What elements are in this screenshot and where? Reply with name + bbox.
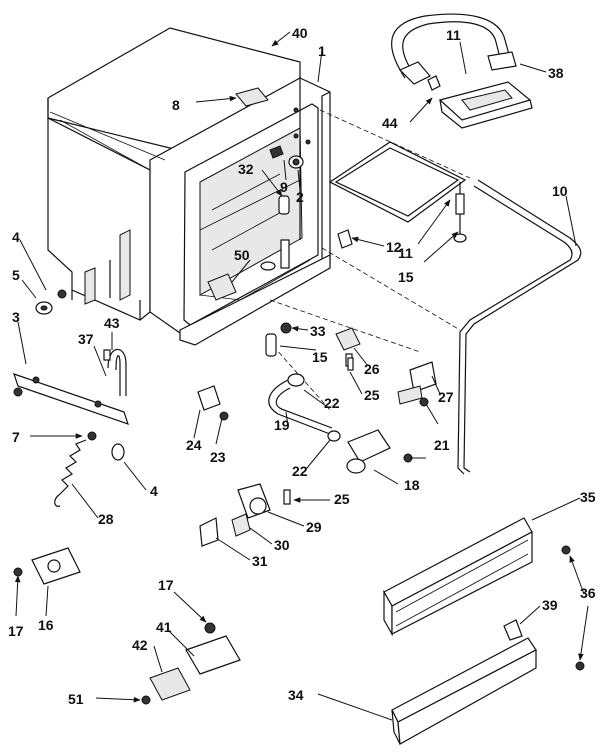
callout-30: 30 <box>274 537 290 553</box>
part-24-valve <box>197 385 229 421</box>
part-7-screw <box>13 387 97 441</box>
part-44-clip <box>427 75 441 91</box>
part-37-hose <box>107 348 127 396</box>
callout-labels: 40 1 8 9 32 2 11 38 44 10 11 12 15 50 4 … <box>8 25 596 707</box>
callout-42: 42 <box>132 637 148 653</box>
callout-32: 32 <box>238 161 254 177</box>
callout-10: 10 <box>552 183 568 199</box>
part-42-bracket <box>141 667 191 705</box>
callout-33: 33 <box>310 323 326 339</box>
callout-7: 7 <box>12 429 20 445</box>
part-35-panel <box>383 517 571 637</box>
callout-35: 35 <box>580 489 596 505</box>
callout-4: 4 <box>150 483 158 499</box>
callout-25a: 25 <box>364 387 380 403</box>
callout-29: 29 <box>306 519 322 535</box>
part-28-spring <box>54 439 87 507</box>
part-14-bolt <box>453 182 467 243</box>
callout-13: 11 <box>398 245 413 261</box>
callout-21: 21 <box>434 437 450 453</box>
callout-16: 16 <box>38 617 54 633</box>
part-36-screw <box>575 661 585 671</box>
callout-31: 31 <box>252 553 268 569</box>
part-10-heating-element <box>457 179 582 475</box>
callout-17b: 17 <box>158 577 174 593</box>
part-41-hinge <box>185 622 241 675</box>
callout-25b: 25 <box>334 491 350 507</box>
part-25-screw <box>283 357 354 505</box>
part-50-bracket <box>207 261 276 301</box>
callout-51: 51 <box>68 691 84 707</box>
part-27-bracket <box>397 361 437 405</box>
part-34-kickplate <box>391 637 537 745</box>
part-8-bracket <box>235 87 269 107</box>
part-9-screw <box>269 145 284 159</box>
callout-11: 11 <box>446 27 461 43</box>
callout-14: 15 <box>398 269 414 285</box>
part-12-clip <box>337 229 353 249</box>
part-38-hose <box>391 13 517 85</box>
callout-2: 2 <box>296 189 304 205</box>
callout-19: 19 <box>274 417 290 433</box>
callout-18: 18 <box>404 477 420 493</box>
part-21-screw <box>403 397 429 463</box>
part-32-stem <box>278 195 290 269</box>
part-6-bushing <box>35 301 53 315</box>
callout-37: 37 <box>78 331 94 347</box>
part-3-rail <box>13 373 129 425</box>
callout-17a: 17 <box>8 623 24 639</box>
part-19-hose <box>268 373 333 435</box>
callout-24: 24 <box>186 437 202 453</box>
part-31-cover <box>199 517 219 547</box>
assembly-dash-lines <box>267 109 471 411</box>
callout-43: 43 <box>104 315 120 331</box>
callout-40: 40 <box>292 25 308 41</box>
part-15-sleeve <box>265 333 277 357</box>
callout-44: 44 <box>382 115 398 131</box>
callout-12: 12 <box>386 239 402 255</box>
part-33-nut <box>280 322 292 334</box>
part-18-pump <box>346 429 391 474</box>
part-2-cap <box>288 155 304 169</box>
callout-1: 1 <box>318 43 326 59</box>
callout-27: 27 <box>438 389 454 405</box>
callout-28: 28 <box>98 511 114 527</box>
part-30-switch <box>231 513 251 537</box>
callout-22b: 22 <box>292 463 308 479</box>
part-22-clamp <box>327 430 341 442</box>
callout-3: 3 <box>12 309 20 325</box>
callout-36: 36 <box>580 585 596 601</box>
callout-39: 39 <box>542 597 558 613</box>
part-11-vent <box>438 81 533 129</box>
part-16-hinge <box>13 547 81 585</box>
leader-lines <box>14 31 589 721</box>
callout-23: 23 <box>210 449 226 465</box>
callout-50: 50 <box>234 247 250 263</box>
part-39-clip <box>503 619 523 641</box>
tub-assembly <box>47 27 331 346</box>
part-5-screw <box>57 289 67 299</box>
callout-34: 34 <box>288 687 304 703</box>
callout-15: 15 <box>312 349 328 365</box>
callout-8: 8 <box>172 97 180 113</box>
callout-26: 26 <box>364 361 380 377</box>
callout-41: 41 <box>156 619 172 635</box>
callout-22a: 22 <box>324 395 340 411</box>
part-29-solenoid <box>237 483 271 519</box>
part-43-clip <box>103 349 111 361</box>
callout-9: 9 <box>280 179 288 195</box>
part-4-foot <box>111 443 125 461</box>
part-13-heater-plate <box>328 141 467 223</box>
callout-38: 38 <box>548 65 564 81</box>
callout-5: 4 <box>12 229 20 245</box>
callout-6: 5 <box>12 267 20 283</box>
